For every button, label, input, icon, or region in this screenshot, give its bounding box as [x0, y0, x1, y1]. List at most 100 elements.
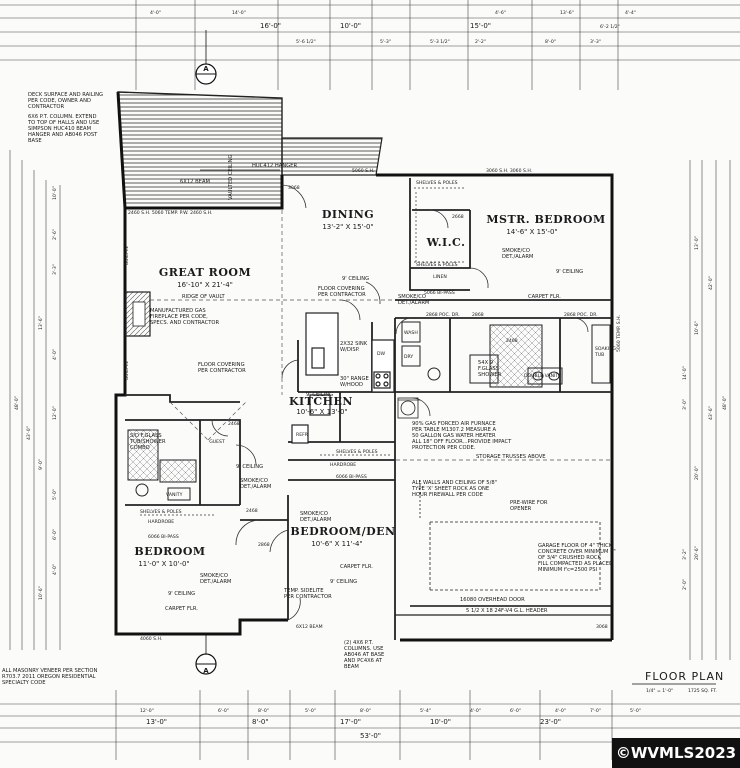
note-halls-3: HOUR FIREWALL PER CODE [412, 492, 483, 498]
room-name-bedroom: BEDROOM [134, 545, 205, 558]
section-marker-top: A [195, 30, 217, 85]
dim-left-9: 6'-0" [52, 529, 58, 540]
dim-top-6: 2'-2" [475, 39, 486, 45]
dim-left-total-1: 48'-0" [14, 396, 20, 410]
note-carpet-den: CARPET FLR. [340, 564, 373, 570]
tag-2468c: 2468 [246, 508, 258, 514]
note-ceiling-master: 9' CEILING [556, 269, 583, 275]
dim-bot2-3: 17'-0" [340, 718, 361, 726]
room-size-dining: 13'-2" X 15'-0" [322, 223, 373, 231]
dim-top-7: 4'-6" [495, 10, 506, 16]
room-name-great-room: GREAT ROOM [159, 266, 251, 279]
dim-top-3: 5'-6 1/2" [296, 39, 316, 45]
tag-2468b: 2468 [228, 421, 240, 427]
note-columns-1: (2) 4X6 P.T. [344, 640, 373, 646]
note-hardrobe-hall: HARDROBE [330, 462, 356, 468]
note-wash: WASH [404, 330, 418, 336]
note-vanity: VANITY [166, 492, 183, 498]
note-prewire-1: PRE-WIRE FOR [510, 500, 548, 506]
dim-left-3: 3'-3" [52, 264, 58, 275]
dim-bot-6: 5'-4" [420, 708, 431, 714]
dim-bot-3: 8'-0" [258, 708, 269, 714]
note-carpet-master: CARPET FLR. [528, 294, 561, 300]
dim-left-11: 10'-6" [38, 586, 44, 600]
dim-left-2: 2'-6" [52, 229, 58, 240]
note-furnace-2: PER TABLE M1307.2 MEASURE A [412, 427, 497, 433]
note-bipass-bedroom: 6066 BI-PASS [148, 534, 179, 540]
dim-right-3: 14'-0" [682, 366, 688, 380]
tag-4060: 4060 S.H. [140, 636, 162, 642]
room-name-linen-master: LINEN [433, 274, 447, 280]
note-deck-2: PER CODE, OWNER AND [28, 98, 91, 104]
note-floorcov-dining-2: PER CONTRACTOR [318, 292, 366, 298]
dim-left-5: 4'-0" [52, 349, 58, 360]
tag-2868: 2868 [472, 312, 484, 318]
tag-3068: 3068 [288, 185, 300, 191]
fireplace [125, 291, 151, 337]
dim-top2-3: 15'-0" [470, 22, 491, 30]
dim-top2-2: 10'-0" [340, 22, 361, 30]
note-floorcov-dining-1: FLOOR COVERING [318, 286, 365, 292]
tag-3060sh: 3060 S.H. 3060 S.H. [486, 168, 532, 174]
dim-left-1: 10'-0" [52, 186, 58, 200]
note-fireplace-3: SPECS. AND CONTRACTOR [150, 320, 219, 326]
room-size-mstr-bedroom: 14'-6" X 15'-0" [506, 228, 557, 236]
dim-top-8: 13'-6" [560, 10, 574, 16]
note-furnace-5: PROTECTION PER CODE. [412, 445, 476, 451]
note-smoke-master-2: DET./ALARM [502, 254, 533, 260]
plan-area: 1725 SQ. FT. [688, 688, 717, 694]
dim-bot2-5: 23'-0" [540, 718, 561, 726]
dim-bot2-1: 13'-0" [146, 718, 167, 726]
note-double-vanity: DOUBLE VANITY [524, 373, 561, 379]
note-furnace-3: 50 GALLON GAS WATER HEATER [412, 433, 496, 439]
note-soaking-1: SOAKING [595, 346, 616, 352]
note-sidelite-2: PER CONTRACTOR [284, 594, 332, 600]
note-fireplace-2: FIREPLACE PER CODE, [150, 314, 208, 320]
note-columns-3: AB046 AT BASE [344, 652, 384, 658]
note-halls-2: TYPE 'X' SHEET ROCK AS ONE [411, 486, 489, 492]
note-column-2: TO TOP OF HALLS AND USE [27, 120, 99, 126]
plan-scale: 1/4" = 1'-0" [646, 688, 673, 694]
dim-bot-2: 6'-0" [218, 708, 229, 714]
kitchen-counter [291, 312, 395, 444]
note-smoke-den-1: SMOKE/CO [300, 511, 328, 517]
dim-bot-7: 4'-0" [470, 708, 481, 714]
note-dw: DW [377, 351, 386, 357]
tag-2460: 2460 S.H. 5060 TEMP. P.W. 2460 S.H. [128, 210, 212, 216]
dim-right-total-3: 48'-0" [722, 396, 728, 410]
note-smoke-den-2: DET./ALARM [300, 517, 331, 523]
note-range-1: 30" RANGE [340, 376, 369, 382]
door-swings [211, 184, 589, 621]
tag-2868poc-2: 2868 POC. DR. [564, 312, 598, 318]
dim-right-1: 13'-0" [694, 236, 700, 250]
note-mstr-shower-3: SHOWER [478, 372, 502, 378]
note-floorcov-great-1: FLOOR COVERING [198, 362, 245, 368]
section-marker-bottom: A [195, 634, 217, 675]
tag-6012: 6X12 BEAM [296, 624, 323, 630]
note-sink-1: 2X32 SINK [340, 341, 368, 347]
note-shelves-wic-top: SHELVES & POLES [416, 180, 458, 186]
dim-left-6: 12'-0" [52, 406, 58, 420]
note-fridge: REFR [296, 432, 309, 438]
dim-bottom-total: 53'-0" [360, 732, 381, 740]
note-built-in-left: BUILT-IN [124, 246, 130, 265]
dim-right-total-2: 43'-6" [708, 406, 714, 420]
dim-bot-8: 6'-0" [510, 708, 521, 714]
note-storage: STORAGE TRUSSES ABOVE [476, 454, 546, 460]
dim-bot-5: 8'-0" [360, 708, 371, 714]
note-column-5: BASE [28, 138, 42, 144]
dim-right-2: 10'-6" [694, 321, 700, 335]
dim-left-4: 13'-6" [38, 316, 44, 330]
dim-left-total-2: 43'-0" [26, 426, 32, 440]
note-columns-4: AND PC4X6 AT [344, 658, 383, 664]
note-ceiling-dining: 9' CEILING [342, 276, 369, 282]
note-ceiling-kitchen: 9' CEILING [306, 392, 333, 398]
dimensions-bottom: 12'-0" 6'-0" 8'-0" 5'-0" 8'-0" 5'-4" 4'-… [140, 708, 641, 740]
note-floorcov-great-2: PER CONTRACTOR [198, 368, 246, 374]
note-smoke-master-1: SMOKE/CO [502, 248, 530, 254]
note-range-2: W/HOOD [340, 382, 363, 388]
note-prewire-2: OPENER [510, 506, 532, 512]
note-garage-floor-4: FILL COMPACTED AS PLACED [538, 561, 613, 567]
note-columns-5: BEAM [344, 664, 359, 670]
